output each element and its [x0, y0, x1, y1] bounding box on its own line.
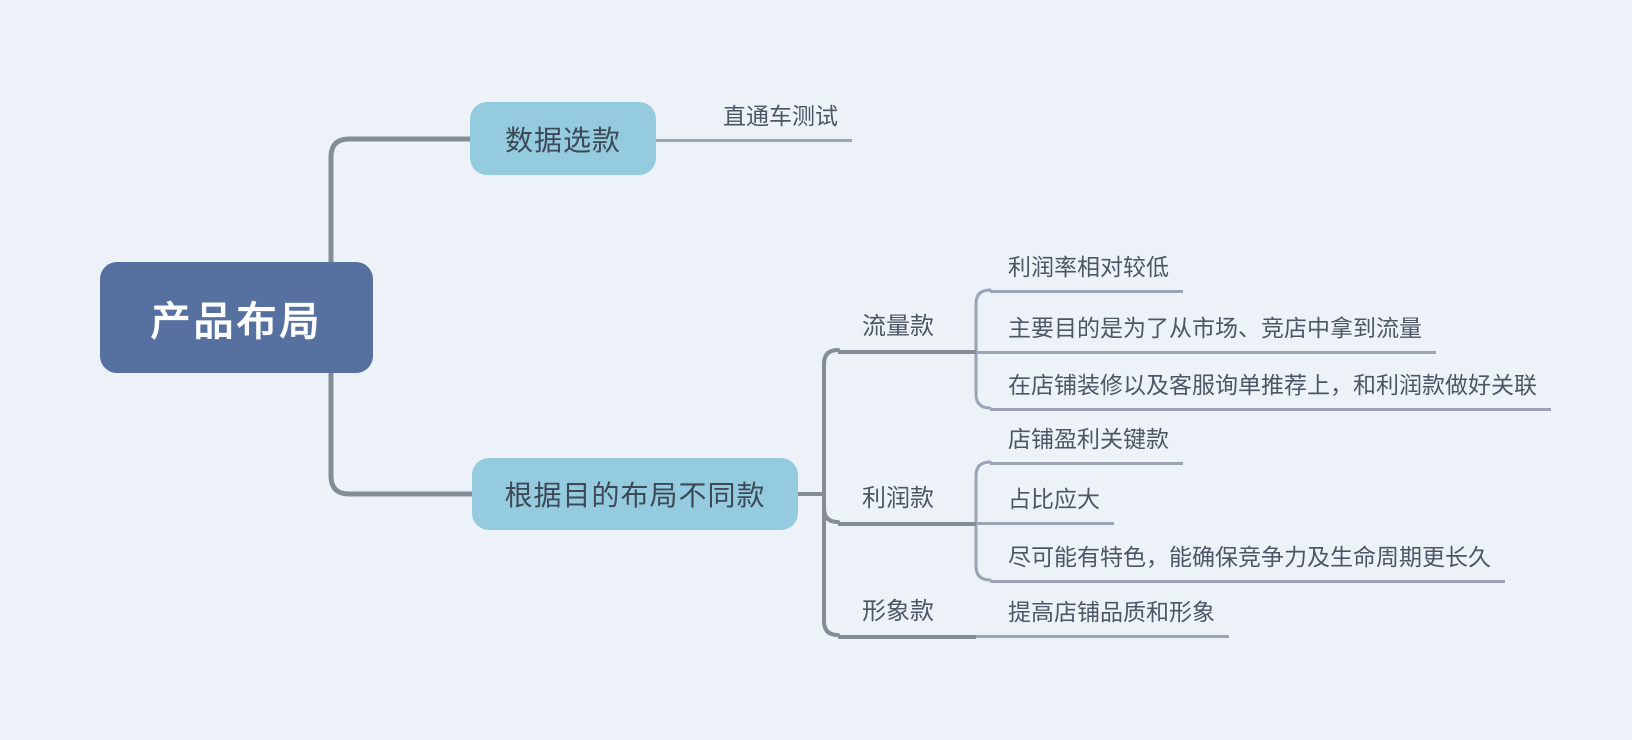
- leaf-ppc-test-label: 直通车测试: [723, 103, 838, 129]
- note-profit-distinctive[interactable]: 尽可能有特色，能确保竞争力及生命周期更长久: [990, 541, 1505, 583]
- note-profit-key-item[interactable]: 店铺盈利关键款: [990, 423, 1183, 465]
- note-traffic-low-margin[interactable]: 利润率相对较低: [990, 251, 1183, 293]
- connector-leaf-trunk-profit: [974, 460, 992, 582]
- note-profit-distinctive-label: 尽可能有特色，能确保竞争力及生命周期更长久: [1008, 544, 1491, 570]
- note-traffic-purpose[interactable]: 主要目的是为了从市场、竞店中拿到流量: [976, 312, 1436, 354]
- note-profit-key-item-label: 店铺盈利关键款: [1008, 426, 1169, 452]
- branch-layout-by-purpose-label: 根据目的布局不同款: [504, 480, 766, 511]
- note-traffic-link-profit-label: 在店铺装修以及客服询单推荐上，和利润款做好关联: [1008, 372, 1537, 398]
- note-profit-large-share-label: 占比应大: [1008, 486, 1100, 512]
- branch-data-selection[interactable]: 数据选款: [470, 102, 656, 175]
- connector-leaf-trunk-traffic: [974, 288, 992, 410]
- branch-data-selection-label: 数据选款: [504, 124, 621, 156]
- branch-layout-by-purpose[interactable]: 根据目的布局不同款: [472, 458, 798, 530]
- subtopic-image-style-label: 形象款: [862, 598, 934, 625]
- note-profit-large-share[interactable]: 占比应大: [976, 483, 1114, 525]
- note-traffic-purpose-label: 主要目的是为了从市场、竞店中拿到流量: [1008, 315, 1422, 341]
- note-traffic-low-margin-label: 利润率相对较低: [1008, 254, 1169, 280]
- note-traffic-link-profit[interactable]: 在店铺装修以及客服询单推荐上，和利润款做好关联: [990, 369, 1551, 411]
- subtopic-traffic-style-label: 流量款: [862, 313, 934, 340]
- subtopic-image-style[interactable]: 形象款: [838, 591, 976, 639]
- connector-sub-trunk: [822, 348, 840, 637]
- subtopic-profit-style[interactable]: 利润款: [838, 478, 976, 526]
- subtopic-profit-style-label: 利润款: [862, 485, 934, 512]
- connector-sub-trunk-mid: [822, 506, 840, 524]
- leaf-ppc-test[interactable]: 直通车测试: [655, 100, 852, 142]
- root-topic-label: 产品布局: [150, 299, 323, 344]
- note-image-quality-label: 提高店铺品质和形象: [1008, 599, 1215, 625]
- note-image-quality[interactable]: 提高店铺品质和形象: [976, 596, 1229, 638]
- root-topic[interactable]: 产品布局: [100, 262, 373, 373]
- subtopic-traffic-style[interactable]: 流量款: [838, 306, 976, 354]
